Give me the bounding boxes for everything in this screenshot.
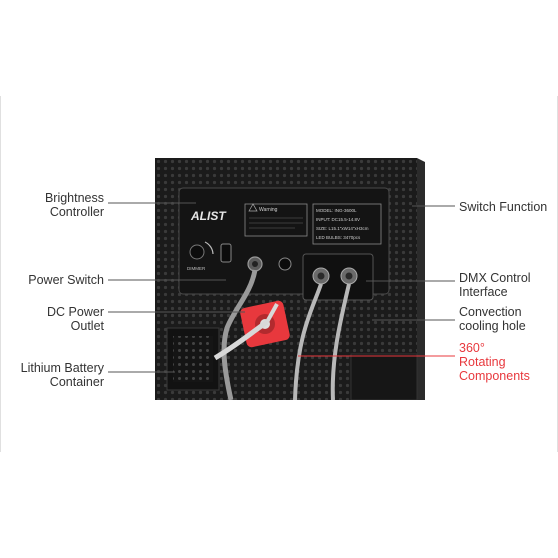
- callout-switch-function: Switch Function: [459, 200, 548, 214]
- callout-lithium-battery-container: Lithium Battery Container: [20, 361, 104, 389]
- dc-cable: [221, 269, 258, 400]
- product-photo: ALIST Warning MODEL: ING-3600L INPUT: DC…: [155, 158, 425, 400]
- callout-convection-cooling-hole: Convection cooling hole: [459, 305, 526, 333]
- dimmer-knob: [189, 244, 205, 260]
- callout-dc-power-outlet: DC Power Outlet: [47, 305, 104, 333]
- dmx-cable-1: [293, 283, 323, 400]
- power-switch: [220, 243, 232, 263]
- spec-line: LED BULBS: 3470pcs: [316, 235, 361, 240]
- warning-box: [244, 203, 308, 237]
- callout-power-switch: Power Switch: [28, 273, 104, 287]
- spec-line: MODEL: ING-3600L: [316, 208, 357, 213]
- spec-line: INPUT: DC15.5-14.8V: [316, 217, 360, 222]
- spec-lines: MODEL: ING-3600L INPUT: DC15.5-14.8V SIZ…: [316, 208, 369, 240]
- brand-logo: ALIST: [190, 209, 227, 223]
- callout-brightness-controller: Brightness Controller: [44, 191, 104, 219]
- callout-rotating-components: 360° Rotating Components: [459, 341, 530, 383]
- dimmer-label: DIMMER: [187, 266, 206, 271]
- function-switch: [278, 257, 292, 271]
- light-panel-back: ALIST Warning MODEL: ING-3600L INPUT: DC…: [155, 158, 425, 400]
- callout-dmx-control-interface: DMX Control Interface: [459, 271, 531, 299]
- rotating-component: [213, 300, 290, 361]
- spec-box: [312, 203, 382, 245]
- dmx-cable-2: [330, 283, 351, 400]
- warning-title: Warning: [259, 207, 278, 213]
- spec-line: SIZE: L15.1"xW14"xH3cm: [316, 226, 369, 231]
